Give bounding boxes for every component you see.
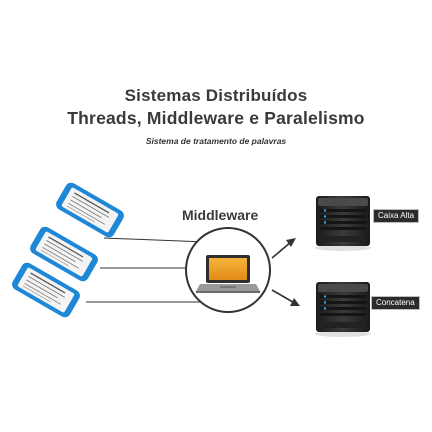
server-label-concatena: Concatena [371,296,420,310]
server-icon [315,196,371,251]
connector-lines [86,237,207,303]
subtitle: Sistema de tratamento de palavras [145,136,287,146]
title-line-1: Sistemas Distribuídos [124,86,308,105]
arrow-icon [271,238,296,259]
server-label-caixa-alta: Caixa Alta [373,209,420,223]
title-line-2: Threads, Middleware e Paralelismo [67,108,365,128]
arrow-icon [271,289,300,306]
server-icon [315,282,371,337]
laptop-icon [196,255,260,293]
smartphone-icon [53,179,127,241]
middleware-label: Middleware [182,207,259,223]
